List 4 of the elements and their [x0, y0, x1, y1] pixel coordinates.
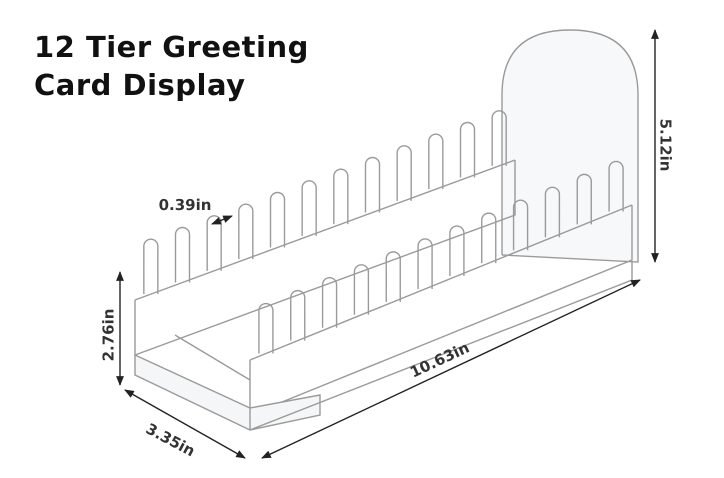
dimension-label: 0.39in — [158, 196, 212, 214]
dimension-label: 2.76in — [99, 308, 117, 362]
title: 12 Tier Greeting Card Display — [34, 29, 310, 104]
dimension-label: 5.12in — [656, 118, 674, 172]
